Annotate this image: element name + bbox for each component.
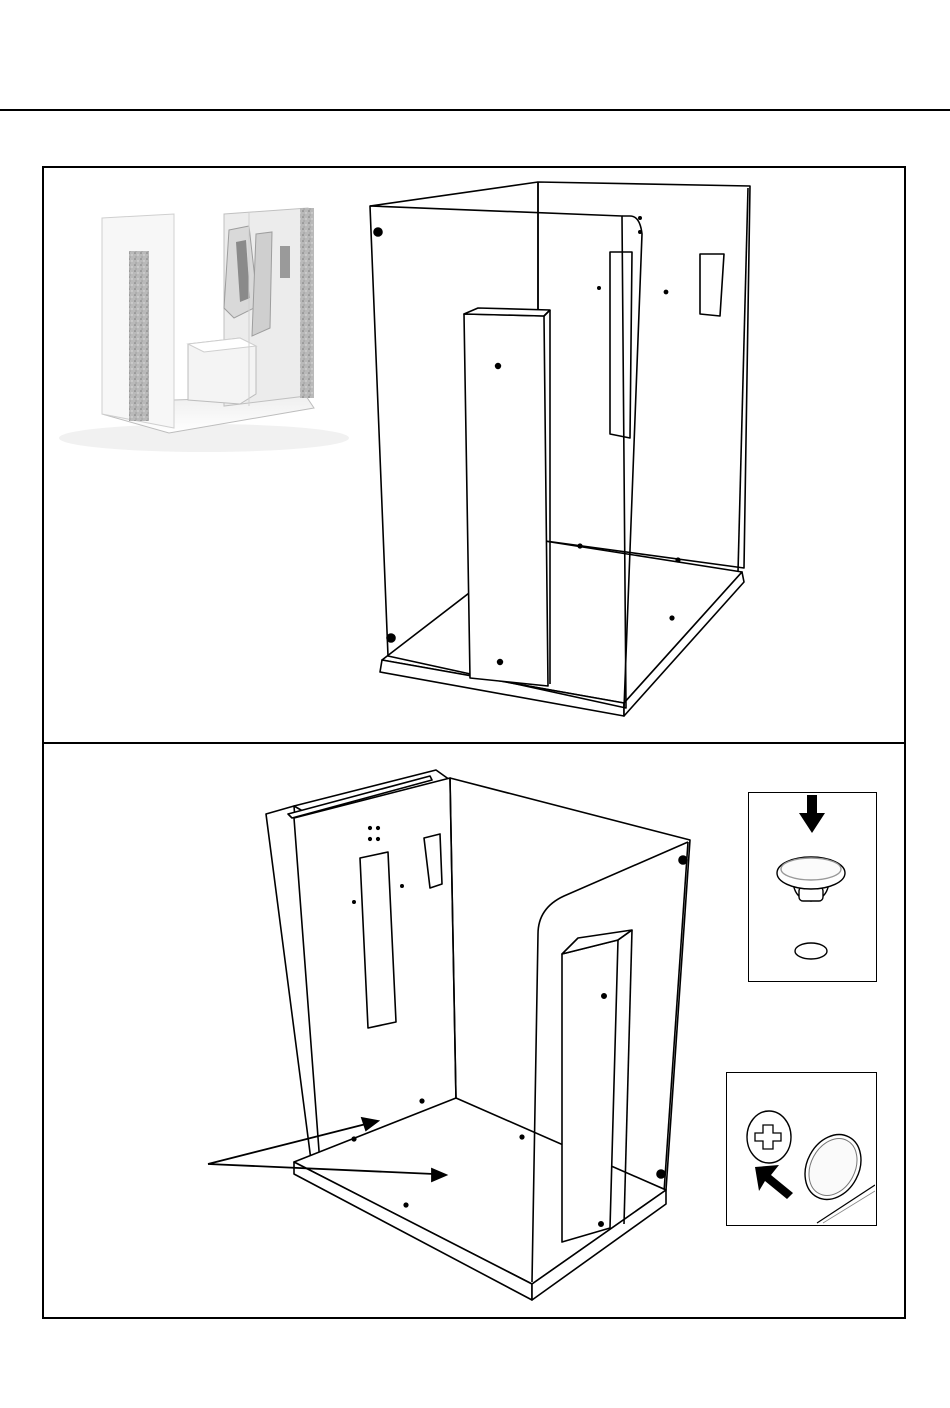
cover-cap-icon <box>794 1125 872 1209</box>
cabinet-render-image <box>59 208 349 452</box>
down-arrow-icon <box>799 795 825 833</box>
diagonal-arrow-icon <box>755 1165 793 1199</box>
header-rule <box>0 109 950 111</box>
hole-disc-icon <box>795 943 827 959</box>
detail-inset-screw-cap <box>726 1072 877 1226</box>
detail-inset-plug <box>748 792 877 982</box>
step-panel-bottom <box>42 742 906 1319</box>
screw-head-icon <box>747 1111 791 1163</box>
cabinet-rear-line-drawing <box>266 770 690 1300</box>
plug-cap-icon <box>777 857 845 901</box>
cabinet-front-line-drawing <box>370 182 750 716</box>
top-panel-drawing <box>44 168 908 746</box>
step-panel-top <box>42 166 906 744</box>
screw-cap-detail <box>727 1073 875 1224</box>
plug-insert-detail <box>749 793 875 980</box>
